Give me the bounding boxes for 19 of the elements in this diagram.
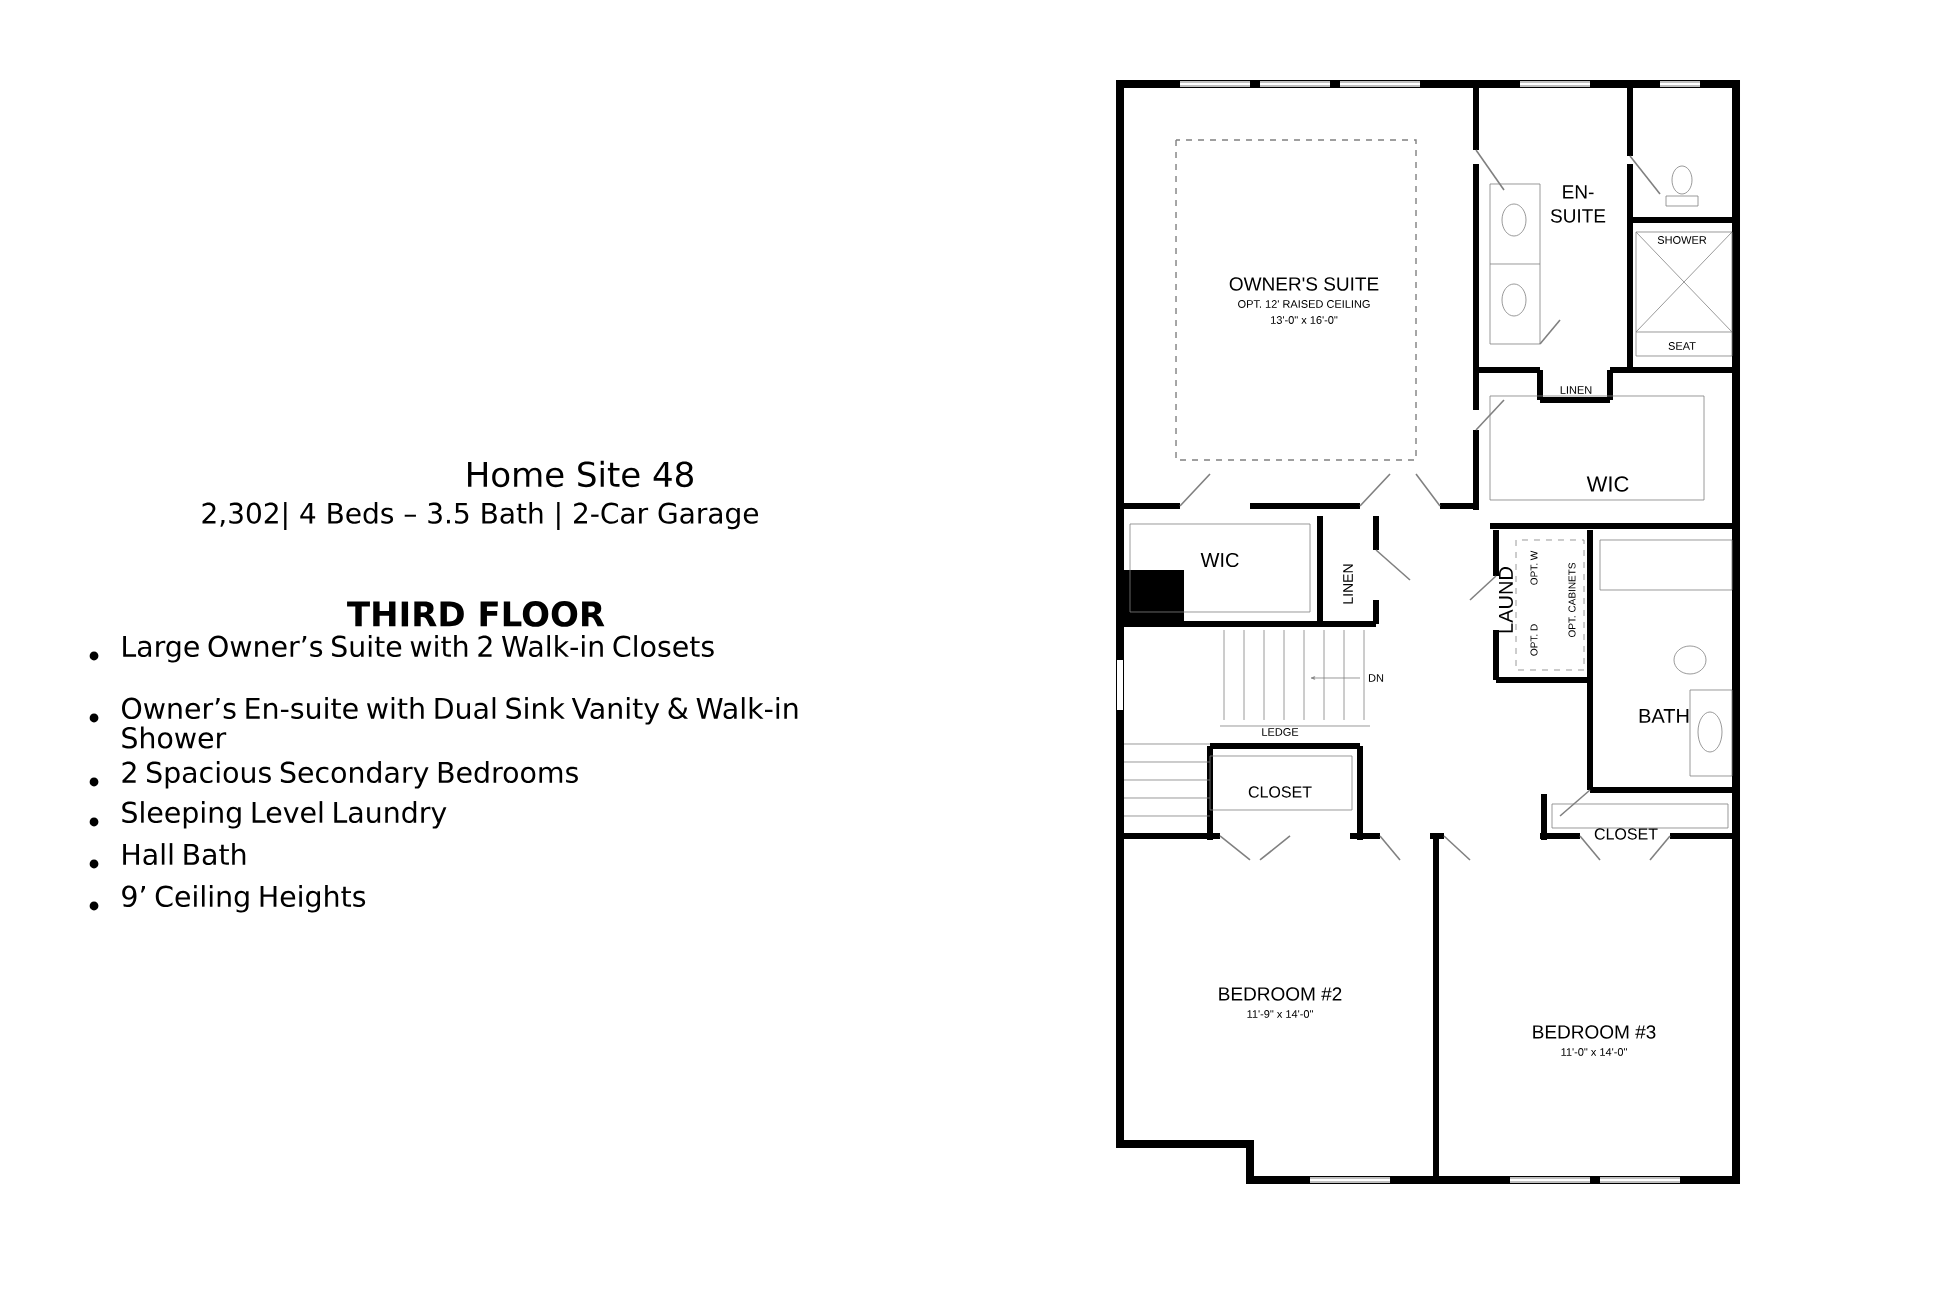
home-facts: 2,302| 4 Beds – 3.5 Bath | 2-Car Garage: [202, 502, 759, 530]
room-label: CLOSET: [1594, 828, 1658, 840]
feature-item: Sleeping Level Laundry: [122, 801, 447, 829]
room-label: OWNER'S SUITE: [1229, 277, 1379, 291]
room-label: BATH: [1639, 709, 1689, 723]
room-label: EN- SUITE: [1550, 185, 1606, 223]
room-label: CLOSET: [1248, 786, 1312, 798]
room-label: WIC: [1586, 476, 1629, 492]
section-heading: THIRD FLOOR: [347, 601, 605, 627]
feature-item: Large Owner’s Suite with 2 Walk-in Closets: [123, 635, 714, 663]
room-label: BEDROOM #3: [1533, 1025, 1656, 1039]
feature-item: Hall Bath: [123, 843, 246, 866]
room-label: WIC: [1200, 552, 1239, 568]
room-label: BEDROOM #2: [1219, 987, 1342, 1001]
subtitle: Home Site 48: [468, 460, 693, 488]
feature-item: 2 Spacious Secondary Bedrooms: [122, 761, 578, 789]
feature-item: Owner’s En-suite with Dual Sink Vanity & Walk-in Shower: [122, 697, 798, 749]
room-label: LAUND: [1499, 567, 1513, 633]
feature-item: 9’ Ceiling Heights: [122, 885, 366, 913]
